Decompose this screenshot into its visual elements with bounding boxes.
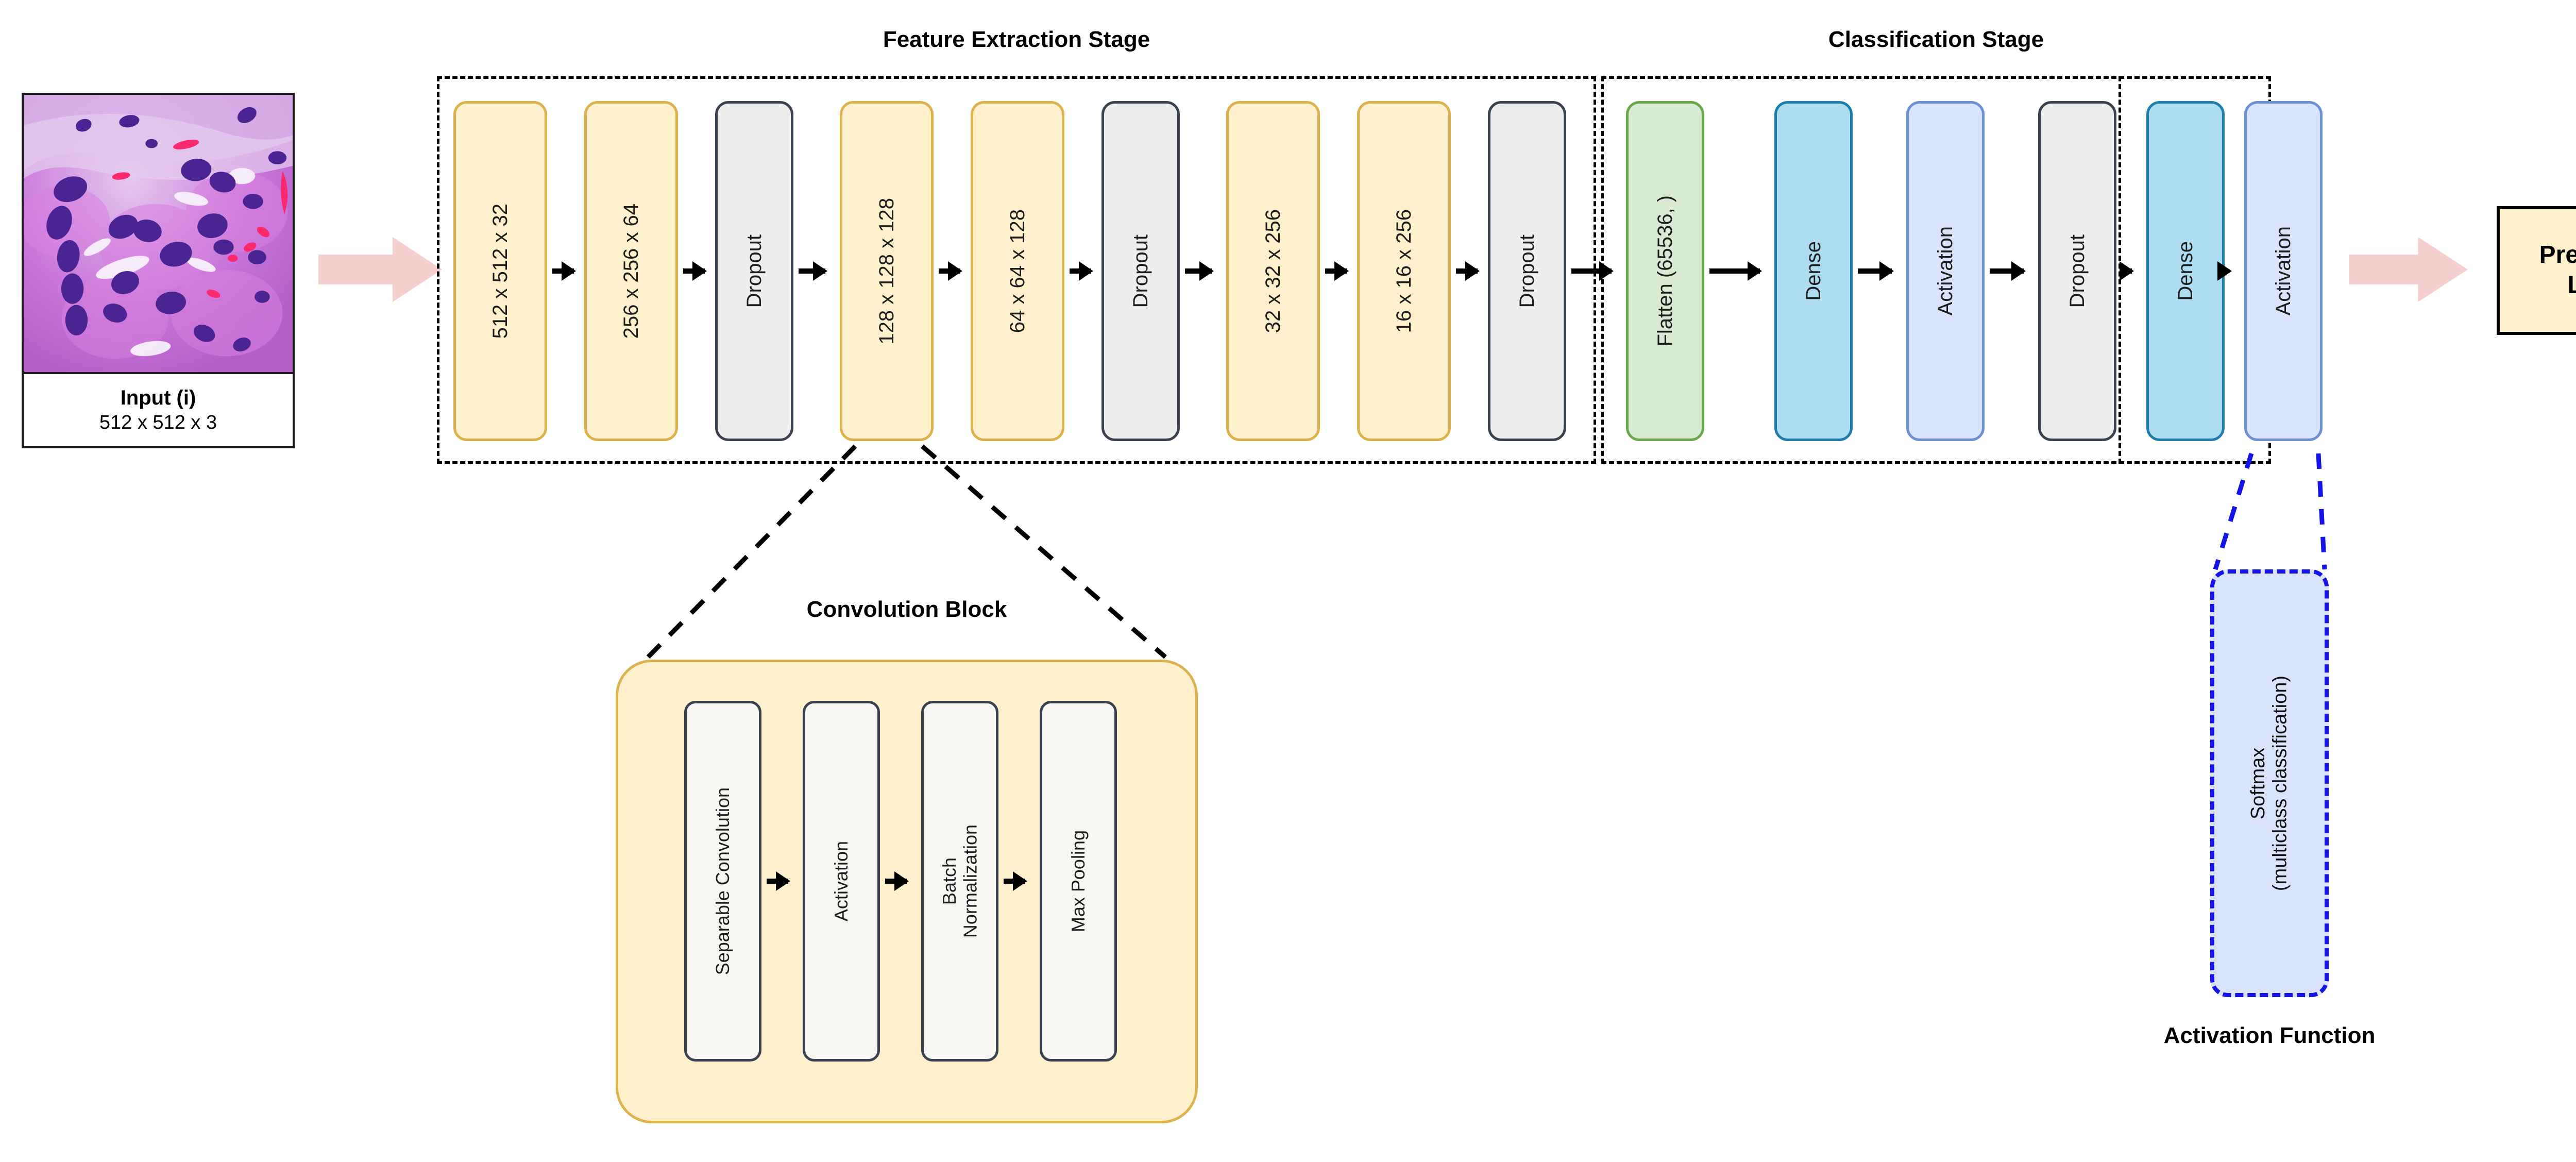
- conv-flow-arrow-3: [1004, 879, 1025, 884]
- input-caption-shape: 512 x 512 x 3: [99, 412, 217, 433]
- flow-arrow-8: [1456, 268, 1478, 274]
- layer-conv-128[interactable]: 128 x 128 x 128: [840, 101, 934, 441]
- layer-label: Activation: [2272, 226, 2295, 316]
- softmax-callout-box: Softmax (multiclass classification): [2210, 569, 2329, 997]
- output-flow-arrow: [2349, 237, 2468, 302]
- flow-arrow-10: [1709, 268, 1760, 274]
- flow-arrow-2: [683, 268, 705, 274]
- conv-step-batch-normalization[interactable]: Batch Normalization: [921, 701, 998, 1062]
- flow-arrow-6: [1185, 268, 1212, 274]
- layer-activation-2[interactable]: Activation: [2244, 101, 2323, 441]
- flow-arrow-1: [552, 268, 574, 274]
- layer-label: Dropout: [742, 234, 766, 308]
- layer-conv-16[interactable]: 16 x 16 x 256: [1357, 101, 1451, 441]
- input-image-thumbnail: [22, 93, 295, 374]
- layer-dropout-4[interactable]: Dropout: [2038, 101, 2116, 441]
- classification-title: Classification Stage: [1828, 27, 2044, 52]
- layer-label: Dropout: [1129, 234, 1152, 308]
- prediction-label-line2: Label: [2567, 272, 2576, 299]
- input-flow-arrow: [318, 237, 442, 302]
- conv-flow-arrow-2: [885, 879, 907, 884]
- layer-dropout-2[interactable]: Dropout: [1101, 101, 1180, 441]
- input-panel: Input (i) 512 x 512 x 3: [22, 93, 295, 448]
- layer-label: Dropout: [2065, 234, 2089, 308]
- layer-activation-1[interactable]: Activation: [1906, 101, 1985, 441]
- softmax-callout-line-right: [2316, 453, 2327, 570]
- conv-step-label: Separable Convolution: [711, 787, 733, 975]
- prediction-label-box: Prediction Label: [2497, 206, 2576, 335]
- conv-callout-line-left: [646, 444, 857, 659]
- layer-dropout-3[interactable]: Dropout: [1488, 101, 1566, 441]
- layer-dense-1[interactable]: Dense: [1774, 101, 1853, 441]
- layer-label: Flatten (65536, ): [1653, 195, 1676, 347]
- flow-arrow-11: [1858, 268, 1892, 274]
- layer-conv-64[interactable]: 64 x 64 x 128: [971, 101, 1064, 441]
- flow-arrow-7: [1325, 268, 1347, 274]
- layer-label: Dense: [2174, 241, 2197, 301]
- layer-label: 128 x 128 x 128: [875, 197, 898, 345]
- flow-arrow-5: [1070, 268, 1091, 274]
- input-caption-title: Input (i): [120, 386, 196, 409]
- conv-step-label: Activation: [830, 840, 852, 922]
- conv-step-activation[interactable]: Activation: [803, 701, 880, 1062]
- conv-step-separable-convolution[interactable]: Separable Convolution: [684, 701, 761, 1062]
- softmax-callout-text: Softmax (multiclass classification): [2247, 675, 2291, 891]
- conv-step-label: Max Pooling: [1067, 830, 1089, 933]
- convolution-block-title: Convolution Block: [806, 597, 1007, 622]
- histopathology-image: [24, 95, 293, 372]
- input-caption: Input (i) 512 x 512 x 3: [22, 374, 295, 448]
- conv-callout-line-right: [921, 444, 1167, 659]
- flow-arrow-12: [1990, 268, 2024, 274]
- layer-label: Activation: [1934, 226, 1957, 316]
- layer-label: 256 x 256 x 64: [619, 203, 642, 339]
- layer-conv-512[interactable]: 512 x 512 x 32: [453, 101, 547, 441]
- layer-dense-2[interactable]: Dense: [2146, 101, 2225, 441]
- flow-arrow-4: [939, 268, 960, 274]
- layer-label: Dropout: [1515, 234, 1538, 308]
- softmax-callout-line-left: [2213, 452, 2254, 570]
- activation-function-title: Activation Function: [2163, 1023, 2376, 1048]
- prediction-label-line1: Prediction: [2539, 241, 2576, 269]
- flow-arrow-13: [2122, 268, 2132, 274]
- layer-label: Dense: [1802, 241, 1825, 301]
- layer-label: 32 x 32 x 256: [1261, 209, 1284, 333]
- layer-flatten[interactable]: Flatten (65536, ): [1626, 101, 1704, 441]
- layer-label: 16 x 16 x 256: [1392, 209, 1415, 333]
- layer-dropout-1[interactable]: Dropout: [715, 101, 793, 441]
- conv-step-max-pooling[interactable]: Max Pooling: [1040, 701, 1117, 1062]
- conv-step-label: Batch Normalization: [938, 824, 980, 938]
- layer-label: 64 x 64 x 128: [1006, 209, 1029, 333]
- flow-arrow-9: [1571, 268, 1612, 274]
- layer-conv-32[interactable]: 32 x 32 x 256: [1226, 101, 1320, 441]
- feature-extraction-title: Feature Extraction Stage: [883, 27, 1150, 52]
- flow-arrow-3: [799, 268, 825, 274]
- conv-flow-arrow-1: [767, 879, 788, 884]
- layer-label: 512 x 512 x 32: [488, 203, 512, 339]
- layer-conv-256[interactable]: 256 x 256 x 64: [584, 101, 678, 441]
